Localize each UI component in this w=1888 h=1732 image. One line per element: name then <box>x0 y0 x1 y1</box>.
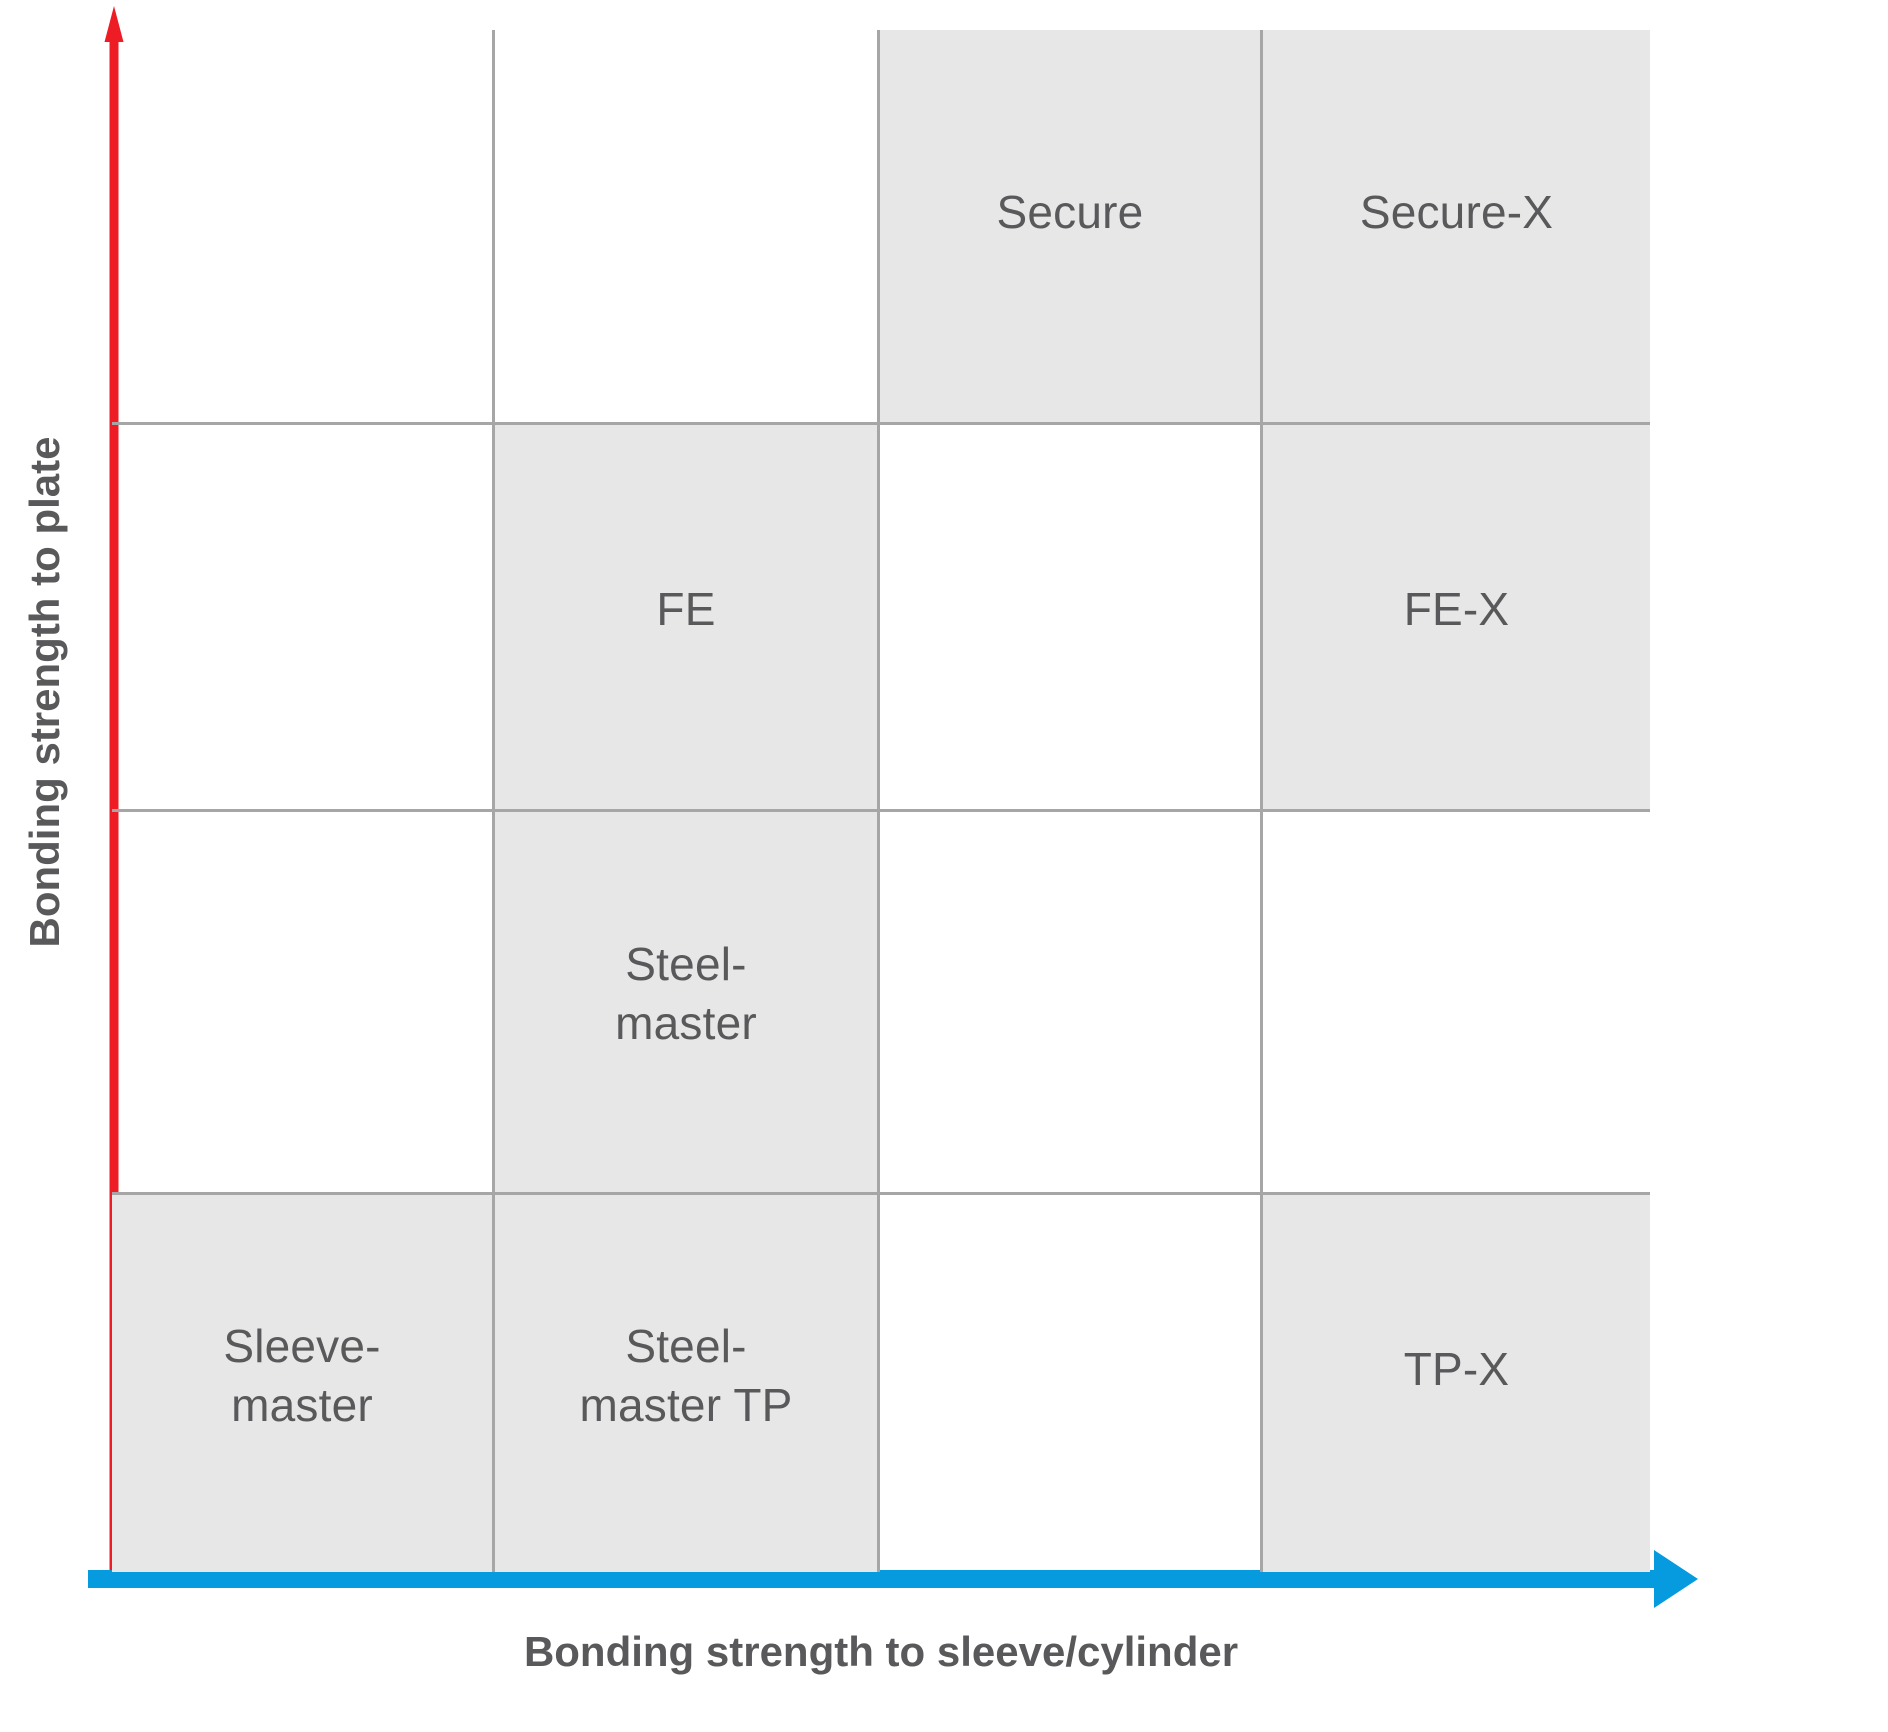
matrix-cell-sleeve-master: Sleeve- master <box>112 1195 495 1572</box>
cell-label-fe-x: FE-X <box>1403 582 1510 635</box>
matrix-cell-secure: Secure <box>880 30 1263 425</box>
matrix-cell-steel-master-tp: Steel- master TP <box>495 1195 880 1572</box>
matrix-cell-fe: FE <box>495 425 880 812</box>
matrix-cell-tp-x: TP-X <box>1263 1195 1650 1572</box>
arrow-right-icon <box>88 1550 1698 1608</box>
x-axis <box>88 1548 1700 1610</box>
matrix-grid: Secure Secure-X FE FE-X Steel- master <box>112 30 1650 1572</box>
cell-label-steel-master: Steel- master <box>615 938 757 1049</box>
matrix-cell-r2c1 <box>112 425 495 812</box>
matrix-cell-steel-master: Steel- master <box>495 812 880 1195</box>
matrix-cell-r1c1 <box>112 30 495 425</box>
matrix-cell-r3c1 <box>112 812 495 1195</box>
matrix-cell-secure-x: Secure-X <box>1263 30 1650 425</box>
matrix-cell-r1c2 <box>495 30 880 425</box>
matrix-cell-fe-x: FE-X <box>1263 425 1650 812</box>
y-axis-title: Bonding strength to plate <box>21 436 68 948</box>
arrow-up-icon <box>104 6 124 1582</box>
cell-label-fe: FE <box>656 582 716 635</box>
cell-label-secure-x: Secure-X <box>1359 185 1554 238</box>
cell-label-steel-master-tp: Steel- master TP <box>579 1319 793 1431</box>
matrix-cell-r3c3 <box>880 812 1263 1195</box>
cell-label-tp-x: TP-X <box>1403 1343 1510 1396</box>
matrix-cell-r3c4 <box>1263 812 1650 1195</box>
matrix-cell-r4c3 <box>880 1195 1263 1572</box>
cell-label-secure: Secure <box>996 185 1144 238</box>
matrix-cell-r2c3 <box>880 425 1263 812</box>
y-axis <box>104 4 124 1582</box>
cell-label-sleeve-master: Sleeve- master <box>223 1319 381 1431</box>
x-axis-title: Bonding strength to sleeve/cylinder <box>523 1628 1239 1675</box>
